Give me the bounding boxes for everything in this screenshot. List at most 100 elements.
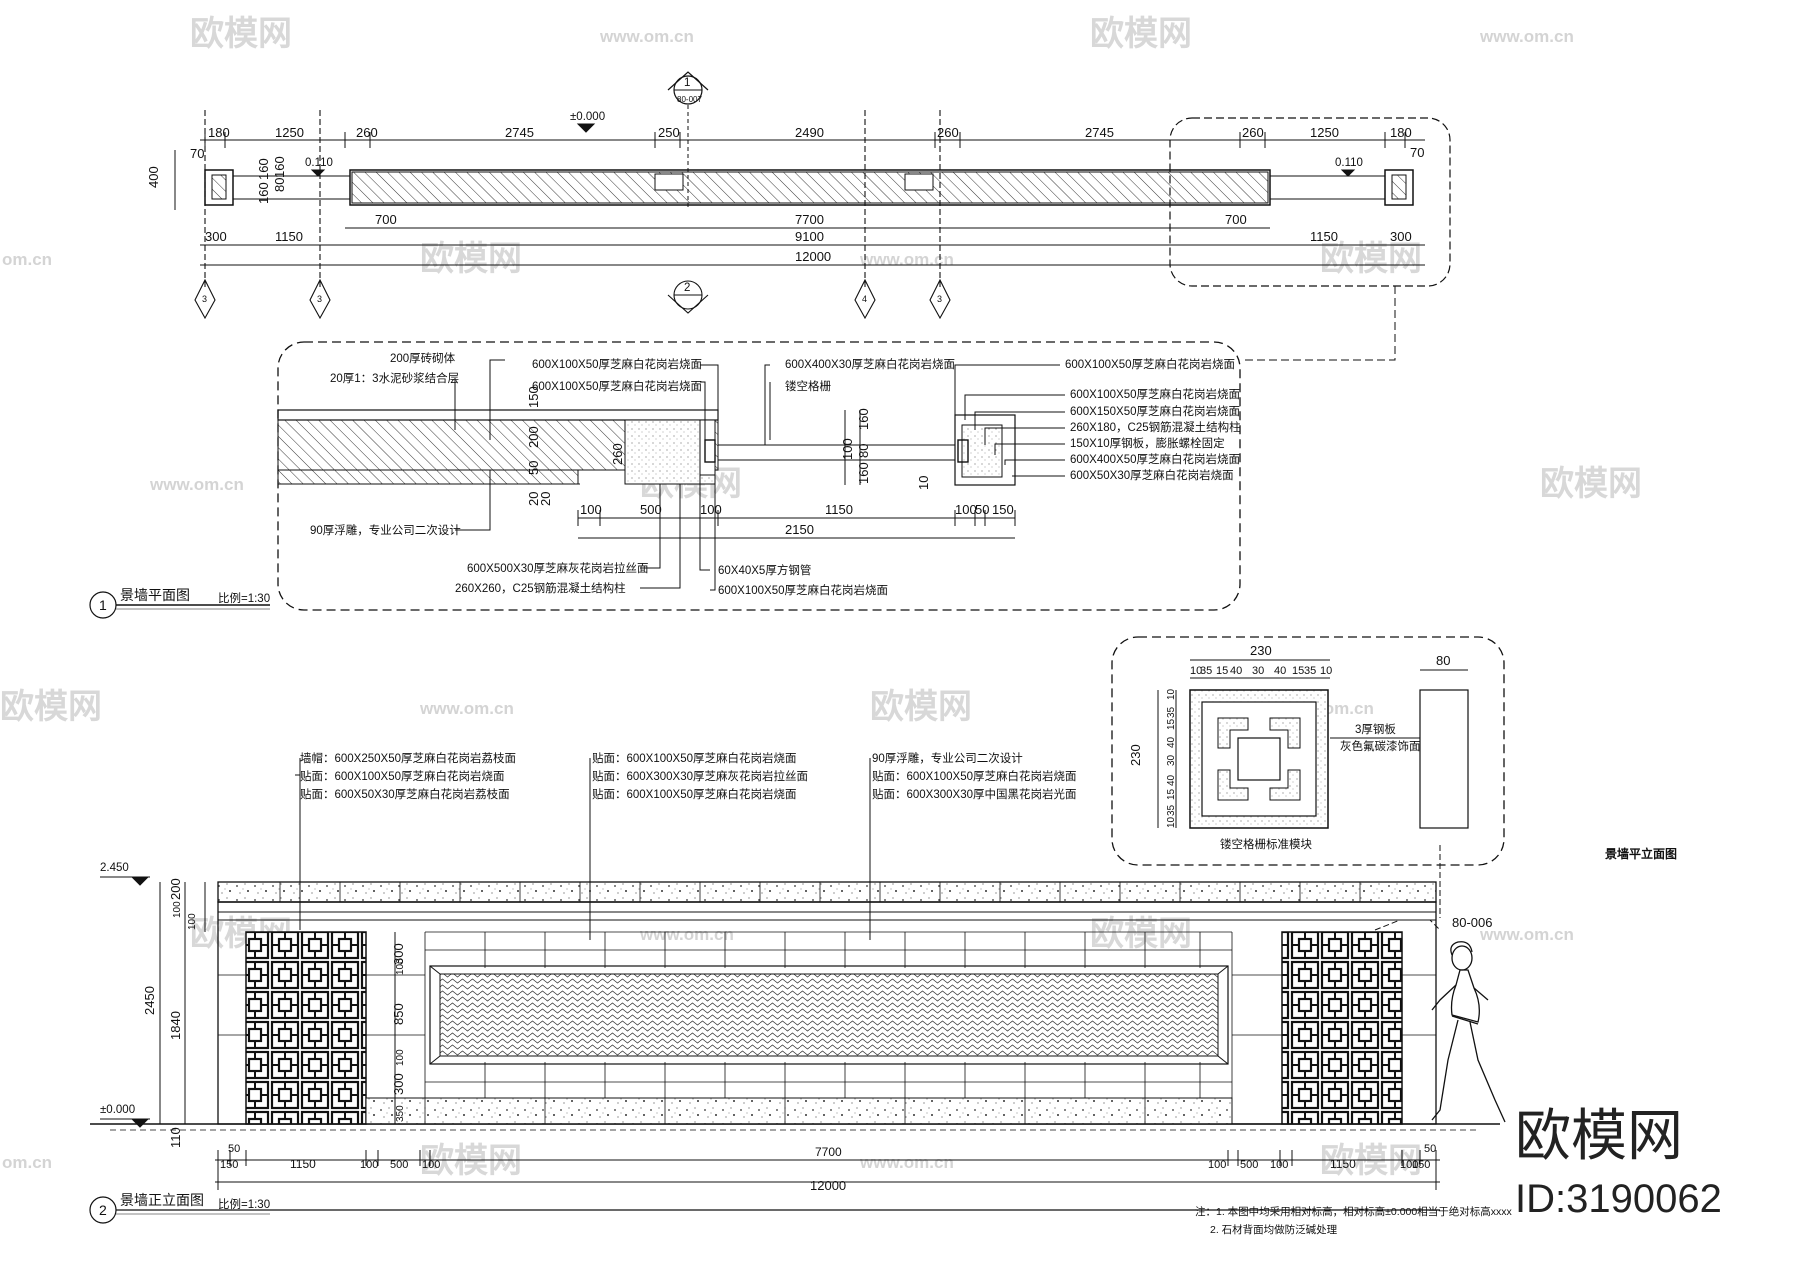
elevation-dim: 1150 (290, 1157, 316, 1171)
detail-label: 600X400X30厚芝麻白花岗岩烧面 (785, 357, 955, 371)
watermark-brand: 欧模网 (1320, 1142, 1422, 1180)
drawing-number: 80-006 (1452, 915, 1492, 930)
detail-dim: 10 (916, 476, 931, 490)
detail-label: 600X50X30厚芝麻白花岗岩烧面 (1070, 468, 1234, 482)
lattice-dim: 15 (1166, 788, 1177, 800)
plan-dim: 2745 (505, 125, 534, 140)
lattice-dim: 10 (1166, 816, 1177, 828)
elevation-dim: 300 (391, 943, 406, 965)
elevation-dim: 150 (1412, 1159, 1430, 1171)
elevation-dim: 7700 (815, 1145, 842, 1159)
elevation-total: 12000 (810, 1178, 846, 1193)
watermark-layer: 欧模网 www.om.cn 欧模网 www.om.cn om.cn 欧模网 ww… (0, 15, 1642, 1180)
plan-dim: 300 (205, 229, 227, 244)
brand-name: 欧模网 (1515, 1104, 1683, 1167)
elevation-dim: 100 (172, 901, 183, 918)
plan-dim: 160 (256, 158, 271, 180)
elevation-dim: 110 (168, 1127, 183, 1148)
elevation-callout: 贴面：600X100X50厚芝麻白花岗岩烧面 (872, 769, 1077, 783)
plan-title: 景墙平面图 (120, 587, 190, 603)
plan-scale: 比例=1:30 (218, 591, 270, 605)
elevation-callout: 贴面：600X50X30厚芝麻白花岗岩荔枝面 (300, 787, 510, 801)
elevation-level-base: ±0.000 (100, 1104, 135, 1116)
plan-dim: 70 (1410, 145, 1424, 160)
lattice-dim: 30 (1252, 665, 1264, 677)
watermark-brand: 欧模网 (870, 688, 972, 726)
watermark-brand: 欧模网 (420, 1142, 522, 1180)
elevation-dim: 350 (395, 1105, 406, 1122)
plan-dim: 12000 (795, 249, 831, 264)
detail-label: 600X100X50厚芝麻白花岗岩烧面 (718, 583, 888, 597)
detail-dim: 200 (526, 426, 541, 448)
watermark-brand: 欧模网 (420, 240, 522, 278)
lattice-dim: 15 (1216, 665, 1228, 677)
watermark-brand: 欧模网 (0, 688, 102, 726)
detail-label: 600X150X50厚芝麻白花岗岩烧面 (1070, 404, 1240, 418)
elevation-dim: 150 (220, 1159, 238, 1171)
watermark-site: www.om.cn (1479, 925, 1574, 944)
plan-dim: 700 (1225, 212, 1247, 227)
elevation-dim: 1150 (1330, 1157, 1356, 1171)
elevation-dim: 100 (395, 1049, 406, 1066)
detail-dim: 20 (526, 492, 541, 506)
section-mark-num: 3 (317, 294, 322, 304)
detail-label: 600X400X50厚芝麻白花岗岩烧面 (1070, 452, 1240, 466)
plan-elevation: 0.110 (1335, 157, 1363, 169)
detail-dim: 160 (856, 462, 871, 484)
detail-dim: 100 (580, 502, 602, 517)
plan-dim: 160 (272, 156, 287, 178)
detail-dim: 500 (640, 502, 662, 517)
lattice-dim: 15 (1166, 718, 1177, 730)
lattice-dim: 35 (1200, 665, 1212, 677)
detail-label: 60X40X5厚方钢管 (718, 563, 811, 577)
detail-dim: 100 (955, 502, 977, 517)
lattice-dim: 230 (1250, 643, 1272, 658)
watermark-brand: 欧模网 (1090, 915, 1192, 953)
brand-id: ID:3190062 (1515, 1177, 1722, 1221)
plan-view: 1 80-007 ±0.000 180 1250 260 2745 250 24… (146, 71, 1451, 361)
watermark-brand: 欧模网 (1090, 15, 1192, 53)
elevation-dim: 100 (1270, 1159, 1288, 1171)
elevation-callout: 90厚浮雕，专业公司二次设计 (872, 751, 1023, 765)
lattice-dim: 80 (1436, 653, 1450, 668)
plan-dim: 180 (208, 125, 230, 140)
elevation-callout: 贴面：600X300X30厚中国黑花岗岩光面 (872, 787, 1077, 801)
plan-marker: 1 (99, 597, 107, 613)
elevation-dim: 2450 (142, 986, 157, 1015)
elevation-title-block: 2 景墙正立面图 比例=1:30 注：1. 本图中均采用相对标高，相对标高±0.… (89, 1192, 1512, 1236)
detail-dim-total: 2150 (785, 522, 814, 537)
detail-label: 90厚浮雕，专业公司二次设计 (310, 523, 461, 537)
watermark-brand: 欧模网 (1540, 465, 1642, 503)
elevation-dim: 100 (1400, 1159, 1418, 1171)
elevation-marker: 2 (99, 1202, 107, 1218)
detail-label: 600X100X50厚芝麻白花岗岩烧面 (1070, 387, 1240, 401)
lattice-dim: 40 (1166, 774, 1177, 786)
detail-dim: 1150 (825, 502, 853, 517)
elevation-dim: 100 (360, 1159, 378, 1171)
plan-dim: 700 (375, 212, 397, 227)
elevation-bottom-dims (215, 1150, 1440, 1190)
lattice-dim: 230 (1128, 744, 1143, 766)
detail-label: 600X100X50厚芝麻白花岗岩烧面 (1065, 357, 1235, 371)
lattice-dim: 40 (1274, 665, 1286, 677)
plan-detail: 160 80 160 100 150 200 50 20 20 260 10 1… (277, 341, 1241, 611)
plan-dim: 260 (1242, 125, 1264, 140)
section-mark-num: 1 (684, 77, 690, 89)
elevation-callout: 贴面：600X100X50厚芝麻白花岗岩烧面 (300, 769, 505, 783)
elevation-bottom-dim-text: 50 150 1150 100 500 100 7700 100 500 100… (220, 1143, 1436, 1193)
plan-dim: 250 (658, 125, 680, 140)
detail-dim: 50 (526, 461, 541, 475)
elevation-dim: 50 (1424, 1143, 1436, 1155)
detail-label: 600X100X50厚芝麻白花岗岩烧面 (532, 357, 702, 371)
watermark-site: www.om.cn (639, 925, 734, 944)
section-mark-ref: 80-007 (677, 95, 702, 104)
detail-label: 600X500X30厚芝麻灰花岗岩拉丝面 (467, 561, 649, 575)
lattice-plate-finish: 灰色氟碳漆饰面 (1340, 739, 1421, 753)
section-mark-num: 4 (862, 294, 867, 304)
plan-dim: 260 (356, 125, 378, 140)
detail-dim: 150 (992, 502, 1014, 517)
watermark-site: www.om.cn (599, 27, 694, 46)
elevation-dim: 100 (422, 1159, 440, 1171)
elevation-callout: 贴面：600X100X50厚芝麻白花岗岩烧面 (592, 787, 797, 801)
